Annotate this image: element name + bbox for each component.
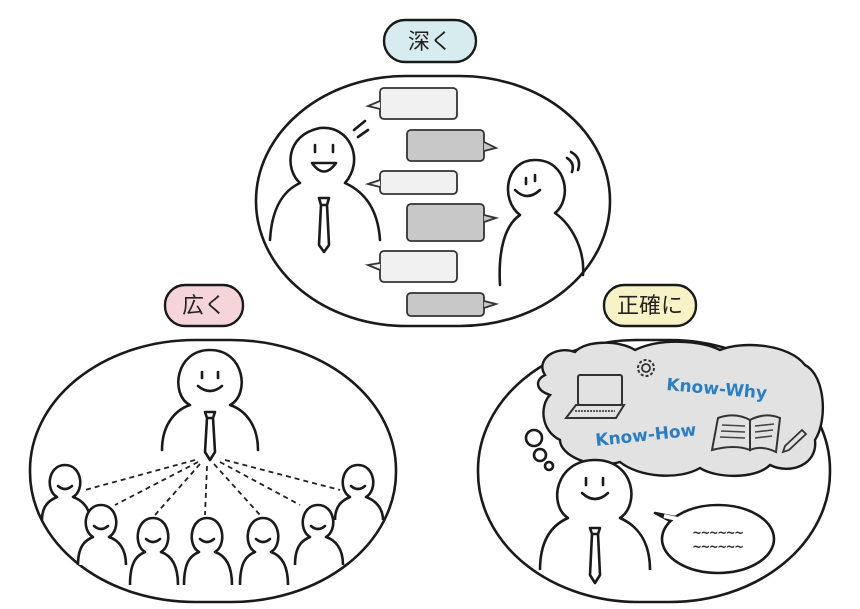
- thought-dot: [524, 428, 544, 448]
- pill-deep: [382, 18, 478, 64]
- open-book-icon: [710, 414, 782, 454]
- person-thinking: [538, 458, 652, 585]
- audience-member: [76, 503, 128, 566]
- speech-bubble-light: [364, 250, 458, 283]
- pill-wide: [163, 283, 245, 328]
- label-wide: 広く: [182, 294, 226, 319]
- speech-bubble-dark: [406, 292, 500, 317]
- speech-bubble-light: [364, 170, 458, 195]
- panel-deep-frame: [254, 74, 612, 328]
- audience-member: [182, 516, 234, 586]
- speech-balloon: ~~~~~~ ~~~~~~: [653, 503, 776, 575]
- label-accurate: 正確に: [617, 294, 683, 319]
- speech-line-1: ~~~~~~: [693, 525, 744, 541]
- audience-member: [40, 463, 92, 521]
- audience-member: [128, 516, 180, 586]
- person-listening: [498, 150, 585, 287]
- pill-accurate: [602, 283, 698, 328]
- label-deep: 深く: [408, 30, 452, 55]
- panel-wide-frame: [28, 338, 398, 604]
- speech-bubbles: [364, 87, 500, 317]
- person-presenter: [160, 348, 260, 462]
- panel-accurate: 正確に Know-Why Know-How: [476, 283, 832, 604]
- panel-deep: 深く: [254, 18, 612, 328]
- panel-wide: 広く: [28, 283, 398, 604]
- audience-member: [238, 516, 290, 586]
- audience-member: [293, 503, 345, 566]
- thought-dot: [532, 447, 548, 463]
- speech-line-2: ~~~~~~: [693, 539, 744, 555]
- speech-bubble-light: [365, 87, 458, 120]
- broadcast-lines: [84, 459, 341, 516]
- laptop-icon: [563, 374, 626, 419]
- pencil-icon: [781, 428, 808, 454]
- audience-member: [333, 463, 385, 521]
- person-speaking: [268, 119, 382, 254]
- speech-bubble-dark: [406, 129, 499, 162]
- speech-bubble-dark: [406, 203, 500, 242]
- thought-dot: [543, 460, 555, 472]
- audience: [40, 463, 385, 586]
- thought-cloud: [524, 340, 825, 478]
- gear-icon: [637, 359, 655, 377]
